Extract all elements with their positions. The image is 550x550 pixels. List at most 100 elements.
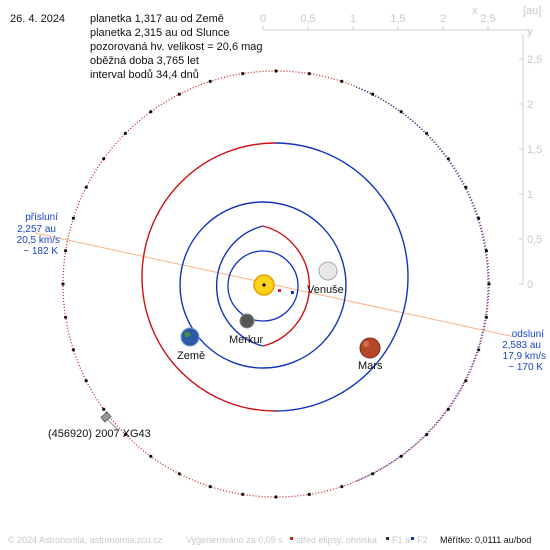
x-tick-2: 1 — [350, 13, 356, 25]
orbit-point — [64, 249, 68, 253]
x-tick-0: 0 — [260, 13, 266, 25]
mars-orbit-red — [141, 142, 276, 412]
info-line-distance-sun: planetka 2,315 au od Slunce — [90, 27, 229, 39]
apsis-line — [34, 232, 516, 338]
orbit-point — [61, 282, 65, 286]
orbit-point — [64, 315, 68, 319]
mars-orbit-blue — [274, 142, 409, 412]
orbit-point — [371, 472, 375, 476]
footer-legend-f2: F2 — [417, 535, 428, 545]
ellipse-center-marker — [278, 289, 281, 292]
orbit-point — [477, 348, 481, 352]
footer-scale: Měřítko: 0,0111 au/bod — [440, 535, 531, 545]
footer-copyright: © 2024 Astronomia, astronomia.zcu.cz — [8, 535, 163, 545]
orbit-point — [446, 157, 450, 161]
x-axis: 0 0,5 1 1,5 2 2,5 x [au] — [260, 5, 541, 31]
aphelion-speed: 17,9 km/s — [503, 351, 546, 362]
orbit-point — [71, 216, 75, 220]
y-tick-4: 0,5 — [527, 234, 542, 246]
mercury-orbit — [227, 250, 299, 322]
footer-legend-foci: F1 a — [392, 535, 410, 545]
perihelion-temp: ~ 182 K — [23, 246, 58, 257]
orbit-point — [399, 110, 403, 114]
perihelion-speed: 20,5 km/s — [17, 235, 60, 246]
orbit-point — [123, 131, 127, 135]
orbit-point — [477, 216, 481, 220]
x-tick-5: 2,5 — [480, 13, 495, 25]
orbit-point — [208, 485, 212, 489]
x-axis-label: x — [472, 5, 478, 17]
y-tick-1: 2 — [527, 99, 533, 111]
venus-label: Venuše — [307, 284, 344, 296]
orbit-point — [487, 282, 491, 286]
orbit-point — [102, 157, 106, 161]
x-tick-1: 0,5 — [300, 13, 315, 25]
orbit-point — [149, 454, 153, 458]
mars-icon[interactable] — [359, 337, 381, 359]
orbit-point — [241, 72, 245, 76]
orbit-point — [84, 185, 88, 189]
earth-icon[interactable] — [180, 327, 200, 347]
perihelion-title: přísluní — [25, 212, 58, 223]
asteroid-orbit-points — [61, 69, 491, 499]
earth-orbit — [179, 201, 347, 369]
legend-f1-marker — [386, 537, 389, 540]
asteroid-label: (456920) 2007 XG43 — [48, 428, 151, 440]
x-tick-3: 1,5 — [390, 13, 405, 25]
venus-icon[interactable] — [318, 261, 338, 281]
axis-unit: [au] — [523, 5, 541, 17]
y-tick-0: 2,5 — [527, 54, 542, 66]
orbit-point — [464, 379, 468, 383]
orbit-point — [177, 92, 181, 96]
y-tick-5: 0 — [527, 279, 533, 291]
orbit-point — [464, 185, 468, 189]
legend-center-marker — [290, 537, 293, 540]
orbit-point — [208, 79, 212, 83]
orbit-point — [102, 407, 106, 411]
orbit-point — [274, 495, 278, 499]
orbit-point — [307, 72, 311, 76]
orbit-point — [71, 348, 75, 352]
orbit-point — [425, 131, 429, 135]
mercury-label: Merkur — [229, 334, 264, 346]
sun-icon — [253, 274, 275, 296]
info-line-magnitude: pozorovaná hv. velikost = 20,6 mag — [90, 41, 263, 53]
info-line-period: oběžná doba 3,765 let — [90, 55, 199, 67]
orbit-point — [446, 407, 450, 411]
mars-label: Mars — [358, 360, 383, 372]
orbit-point — [274, 69, 278, 73]
orbit-point — [484, 249, 488, 253]
earth-label: Země — [177, 350, 205, 362]
focus-f2-marker — [291, 291, 294, 294]
info-line-interval: interval bodů 34,4 dnů — [90, 69, 199, 81]
orbit-point — [177, 472, 181, 476]
orbit-point — [307, 492, 311, 496]
y-axis-label: y — [527, 26, 533, 38]
asteroid-marker-icon[interactable] — [100, 411, 112, 423]
orbit-point — [484, 315, 488, 319]
legend-f2-marker — [411, 537, 414, 540]
footer: © 2024 Astronomia, astronomia.zcu.cz Vyg… — [8, 535, 531, 545]
footer-generated: Vygenerováno za 0,09 s — [186, 535, 283, 545]
orbit-point — [84, 379, 88, 383]
orbit-point — [340, 485, 344, 489]
orbit-point — [149, 110, 153, 114]
orbit-point — [425, 433, 429, 437]
venus-orbit-red — [262, 225, 310, 347]
orbit-point — [371, 92, 375, 96]
mercury-icon[interactable] — [239, 313, 255, 329]
y-axis: 2,5 2 1,5 1 0,5 0 y — [519, 26, 542, 291]
orbit-point — [241, 492, 245, 496]
info-line-distance-earth: planetka 1,317 au od Země — [90, 13, 224, 25]
perihelion-distance: 2,257 au — [17, 224, 56, 235]
orbit-point — [399, 454, 403, 458]
y-tick-2: 1,5 — [527, 144, 542, 156]
orbit-point — [340, 79, 344, 83]
date-label: 26. 4. 2024 — [10, 13, 65, 25]
perihelion-info: přísluní 2,257 au 20,5 km/s ~ 182 K — [17, 212, 60, 257]
footer-legend-center: střed elipsy, ohniska — [296, 535, 377, 545]
aphelion-title: odsluní — [512, 329, 544, 340]
aphelion-distance: 2,583 au — [502, 340, 541, 351]
asteroid-leader-line — [107, 419, 119, 431]
